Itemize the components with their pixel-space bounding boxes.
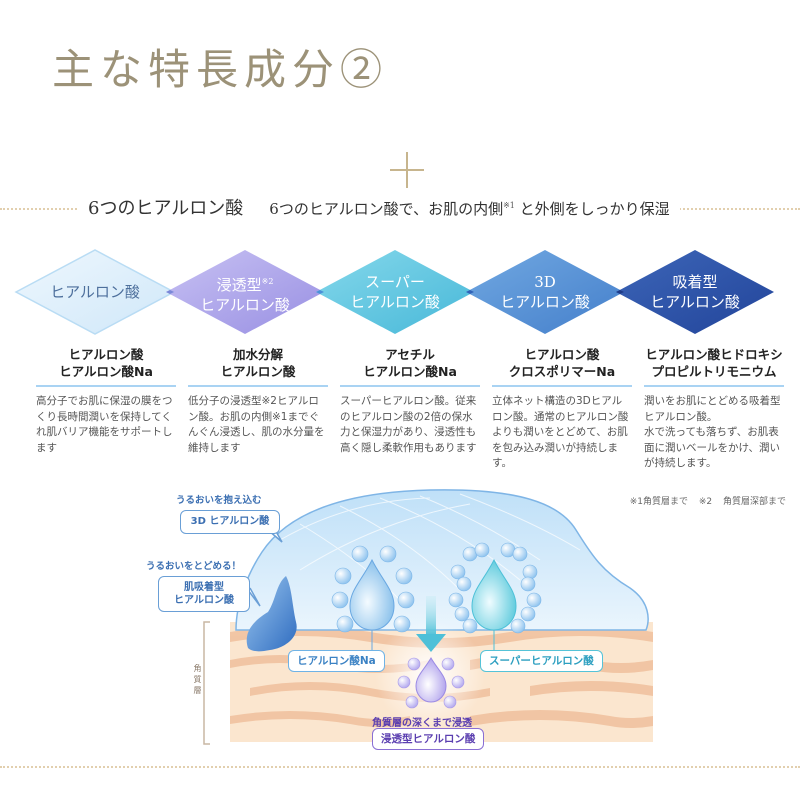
dotted-frame-bottom	[0, 766, 800, 768]
tag-hyaluronic-na: ヒアルロン酸Na	[288, 650, 385, 672]
section-heading-main: 6つのヒアルロン酸	[88, 198, 244, 219]
penetrate-caption: 角質層の深くまで浸透	[372, 718, 472, 729]
diamond-5	[616, 250, 774, 334]
diamond-label-2: 浸透型※2 ヒアルロン酸	[200, 276, 290, 314]
ingredient-card: 加水分解 ヒアルロン酸 低分子の浸透型※2ヒアルロン酸。お肌の内側※1までぐんぐ…	[182, 344, 334, 472]
card-body: 低分子の浸透型※2ヒアルロン酸。お肌の内側※1までぐんぐん浸透し、肌の水分量を維…	[188, 395, 325, 454]
tag-penetrate-hyaluronic: 浸透型ヒアルロン酸	[372, 728, 485, 750]
card-body: 立体ネット構造の3Dヒアルロン酸。通常のヒアルロン酸よりも潤いをとどめて、お肌を…	[492, 395, 629, 469]
diamond-label-3: スーパー ヒアルロン酸	[350, 273, 440, 311]
ingredient-card: アセチル ヒアルロン酸Na スーパーヒアルロン酸。従来のヒアルロン酸の2倍の保水…	[334, 344, 486, 472]
ingredient-cards: ヒアルロン酸 ヒアルロン酸Na 高分子でお肌に保湿の膜をつくり長時間潤いを保持し…	[30, 344, 790, 472]
stratum-corneum-label: 角質層	[193, 664, 202, 697]
callout-3d-box: 3D ヒアルロン酸	[180, 510, 280, 534]
card-title: ヒアルロン酸 クロスポリマーNa	[492, 344, 632, 387]
diamond-2	[166, 250, 324, 334]
callout-adsorb-box: 肌吸着型 ヒアルロン酸	[158, 576, 250, 612]
skin-diagram-graphic	[203, 489, 653, 745]
diamond-4	[466, 250, 624, 334]
diamond-label-1: ヒアルロン酸	[50, 283, 140, 301]
footnotes: ※1角質層まで ※2 角質層深部まで	[629, 497, 786, 507]
card-title: 加水分解 ヒアルロン酸	[188, 344, 328, 387]
card-title: ヒアルロン酸 ヒアルロン酸Na	[36, 344, 176, 387]
plus-icon	[390, 152, 424, 188]
card-body: 潤いをお肌にとどめる吸着型ヒアルロン酸。 水で洗っても落ちず、お肌表面に潤いベー…	[644, 395, 781, 469]
page-title: 主な特長成分②	[52, 45, 389, 94]
card-title: アセチル ヒアルロン酸Na	[340, 344, 480, 387]
footnote-marker: ※1	[503, 201, 515, 210]
skin-illustration: うるおいを抱え込む 3D ヒアルロン酸 うるおいをとどめる！ 肌吸着型 ヒアルロ…	[0, 480, 800, 770]
diamond-label-4: 3D ヒアルロン酸	[500, 273, 590, 311]
hyaluronic-acid-diamonds: ヒアルロン酸 浸透型※2 ヒアルロン酸 スーパー ヒアルロン酸 3D ヒアルロン…	[0, 246, 800, 338]
diamond-3	[316, 250, 474, 334]
ingredient-card: ヒアルロン酸 ヒアルロン酸Na 高分子でお肌に保湿の膜をつくり長時間潤いを保持し…	[30, 344, 182, 472]
callout-adsorb-caption: うるおいをとどめる！	[146, 561, 242, 572]
card-body: スーパーヒアルロン酸。従来のヒアルロン酸の2倍の保水力と保湿力があり、浸透性も高…	[340, 395, 477, 454]
ingredient-card: ヒアルロン酸 クロスポリマーNa 立体ネット構造の3Dヒアルロン酸。通常のヒアル…	[486, 344, 638, 472]
callout-3d-caption: うるおいを抱え込む	[176, 495, 262, 506]
diamond-shapes	[14, 249, 774, 335]
tag-super-hyaluronic: スーパーヒアルロン酸	[480, 650, 603, 672]
ingredient-card: ヒアルロン酸ヒドロキシ プロピルトリモニウム 潤いをお肌にとどめる吸着型ヒアルロ…	[638, 344, 790, 472]
section-heading: 6つのヒアルロン酸 6つのヒアルロン酸で、お肌の内側※1 と外側をしっかり保湿	[78, 194, 680, 224]
card-body: 高分子でお肌に保湿の膜をつくり長時間潤いを保持してくれ肌バリア機能をサポートしま…	[36, 395, 173, 454]
section-heading-sub: 6つのヒアルロン酸で、お肌の内側※1 と外側をしっかり保湿	[269, 200, 670, 218]
diamond-label-5: 吸着型 ヒアルロン酸	[650, 273, 740, 311]
card-title: ヒアルロン酸ヒドロキシ プロピルトリモニウム	[644, 344, 784, 387]
